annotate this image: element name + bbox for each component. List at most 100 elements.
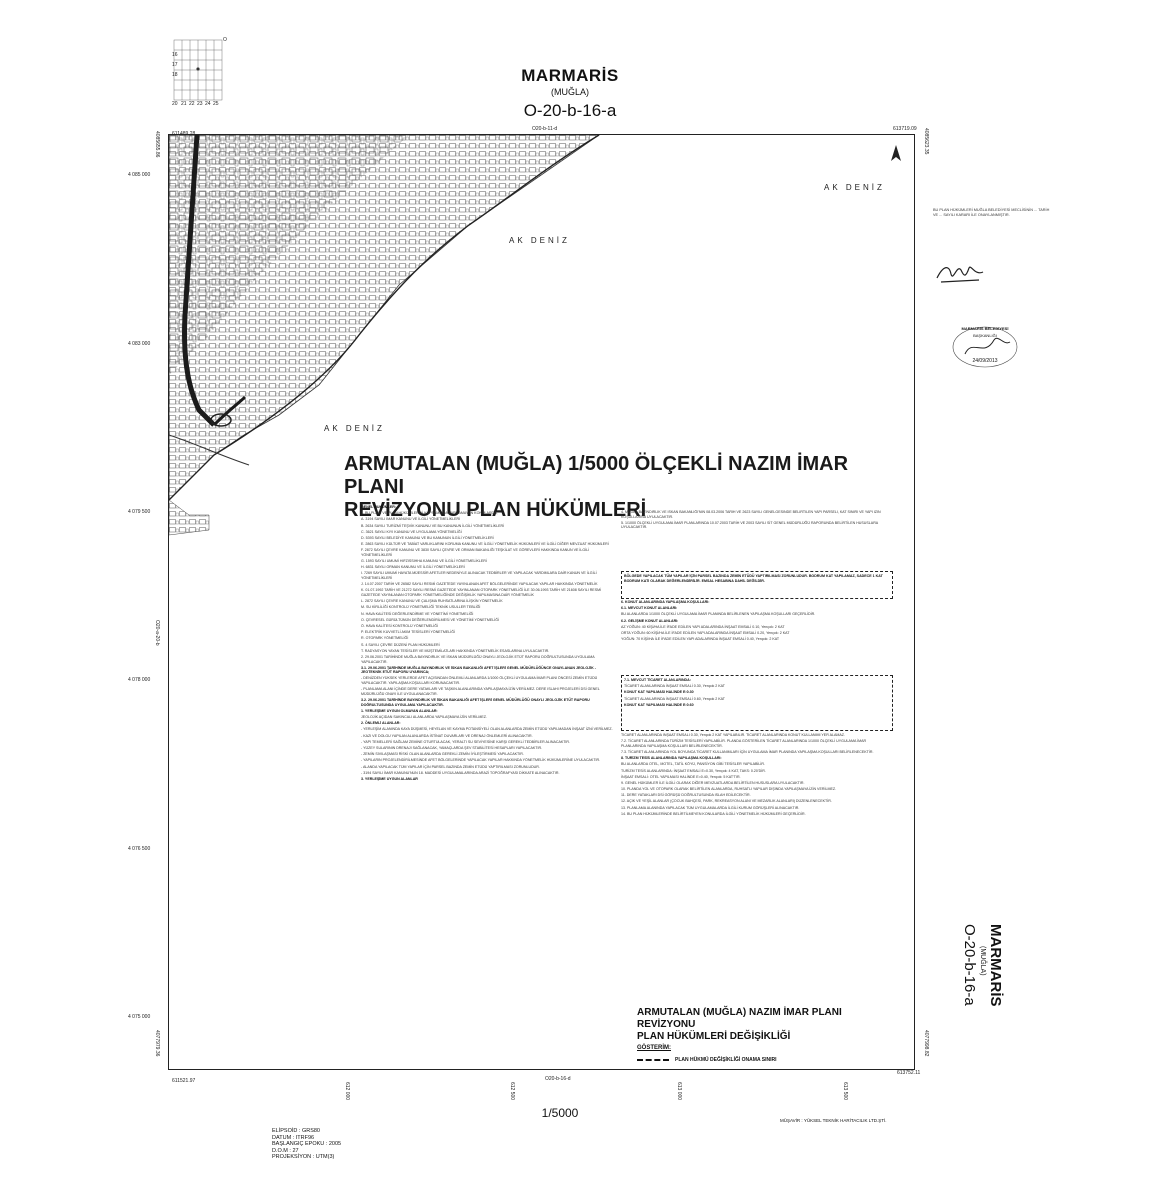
legend-item-label: PLAN HÜKMÜ DEĞİŞİKLİĞİ ONAMA SINIRI	[675, 1057, 777, 1063]
side-title: MARMARİS (MUĞLA) O-20-b-16-a	[961, 924, 1004, 1007]
dashed-line-icon	[637, 1059, 669, 1061]
credit: MÜŞAVİR : YÜKSEL TEKNİK HARİTACILIK LTD.…	[780, 1118, 887, 1123]
plan-provisions-right-mid: 6. KONUT ALANLARINDA YAPILAŞMA KOŞULLARI…	[621, 600, 891, 670]
datum-info: ELİPSOİD : GRS80 DATUM : ITRF96 BAŞLANGI…	[272, 1128, 341, 1161]
sea-label: AK DENİZ	[324, 424, 385, 433]
plan-clause: 8. TURİZM TESİS ALANLARINDA YAPILAŞMA KO…	[621, 756, 722, 761]
plan-clause: B. 2634 SAYILI TURİZMİ TEŞVİK KANUNU VE …	[361, 523, 505, 528]
plan-clause: M. SU KİRLİLİĞİ KONTROLÜ YÖNETMELİĞİ TEK…	[361, 605, 481, 610]
plan-clause: - DENİZDEN YÜKSEK YERLERDE AFET AÇISINDA…	[361, 676, 598, 686]
plan-clause: 9. GENEL HÜKÜMLER İLE İLGİLİ OLARAK DİĞE…	[621, 780, 805, 785]
plan-clause: C. 3621 SAYILI KIYI KANUNU VE UYGULAMA Y…	[361, 529, 462, 534]
index-grid-label: 16	[172, 52, 178, 58]
index-grid-label: 23	[197, 101, 203, 107]
plan-clause: Ö. HAVA KALİTESİ KONTROLÜ YÖNETMELİĞİ	[361, 623, 439, 628]
neighbor-bottom: O20-b-16-d	[545, 1076, 571, 1082]
stamp-line-2: BAŞKANLIĞI	[973, 333, 997, 338]
corner-top-right: 613719.09	[893, 126, 917, 132]
plan-clause: P. ELEKTRİK KUVVETLİ AKIM TESİSLERİ YÖNE…	[361, 630, 456, 635]
plan-clause: 3. YERLEŞİME UYGUN ALANLAR	[361, 776, 418, 781]
easting-label: 612 500	[509, 1082, 515, 1101]
approval-note: BU PLAN HÜKÜMLERİ MUĞLA BELEDİYESİ MECLİ…	[933, 208, 1050, 217]
highlight-box-text: BÖLGEDE YAPILACAK TÜM YAPILAR İÇİN PARSE…	[624, 574, 883, 583]
northing-label: 4 076 500	[128, 846, 151, 852]
map-frame: AK DENİZ AK DENİZ AK DENİZ ARMUTALAN (MU…	[168, 134, 915, 1070]
plan-clause: A. 3194 SAYILI İMAR KANUNU VE İLGİLİ YÖN…	[361, 517, 461, 522]
datum-line: ELİPSOİD : GRS80	[272, 1128, 320, 1134]
ticaret-box-line: TİCARET ALANLARINDA İNŞAAT EMSALİ 0.60, …	[624, 696, 725, 701]
neighbor-top: O20-b-11-d	[532, 126, 558, 132]
easting-label: 612 000	[344, 1082, 350, 1101]
plan-clause: 10. PLANDA YOL VE OTOPARK OLARAK BELİRTİ…	[621, 787, 837, 792]
legend-item: PLAN HÜKMÜ DEĞİŞİKLİĞİ ONAMA SINIRI	[637, 1057, 897, 1063]
index-grid-label: 21	[181, 101, 187, 107]
plan-clause: 1. BU PLANI VE PLAN HÜKÜMLERİNİ KAPSAMIN…	[361, 511, 498, 516]
northing-label: 4 079 500	[128, 509, 151, 515]
corner-left-top: 4085655.86	[154, 131, 160, 158]
sheet-subtitle: (MUĞLA)	[551, 87, 589, 97]
plan-clause: YOĞUN: 70 KİŞİ/HA İLE İFADE EDİLEN YAPI …	[621, 637, 780, 642]
corner-bottom-right: 613752.11	[897, 1070, 921, 1076]
stamp-line-1: MARMARİS BELEDİYESİ	[961, 326, 1009, 331]
side-title-name: MARMARİS	[987, 924, 1004, 1007]
plan-title: ARMUTALAN (MUĞLA) 1/5000 ÖLÇEKLİ NAZIM İ…	[344, 453, 904, 522]
plan-clause: 14. BU PLAN HÜKÜMLERİNDE BELİRTİLMEYEN K…	[621, 811, 806, 816]
plan-clause: GENEL HÜKÜMLER:	[361, 505, 397, 509]
plan-clause: AZ YOĞUN: 40 KİŞİ/HA İLE İFADE EDİLEN YA…	[621, 624, 785, 629]
plan-clause: N. HAVA KALİTESİ DEĞERLENDİRME VE YÖNETİ…	[361, 611, 474, 616]
stamp-date: 24/09/2013	[972, 358, 998, 364]
ticaret-box-line: 7.1. MEVCUT TİCARET ALANLARINDA:	[624, 678, 691, 682]
urban-map-icon	[169, 135, 600, 536]
corner-bottom-left: 611521.97	[172, 1078, 196, 1084]
scale-label: 1/5000	[541, 1106, 579, 1120]
plan-clause: JEOLOJİK AÇIDAN SAKINCALI ALANLARDA YAPI…	[361, 715, 487, 719]
plan-provisions-right-top: 4. MUĞLA BAYINDIRLIK VE İSKAN BAKANLIĞI'…	[621, 510, 891, 565]
plan-clause: F. 2872 SAYILI ÇEVRE KANUNU VE 3830 SAYI…	[361, 548, 590, 557]
plan-clause: 3.1. 29.06.2001 TARİHİNDE MUĞLA BAYINDIR…	[361, 665, 596, 675]
plan-provisions-left: GENEL HÜKÜMLER: 1. BU PLANI VE PLAN HÜKÜM…	[361, 505, 613, 1035]
sea-label: AK DENİZ	[509, 236, 570, 245]
plan-clause: 12. AÇIK VE YEŞİL ALANLAR (ÇOCUK BAHÇESİ…	[621, 799, 832, 804]
plan-clause: BU ALANLARDA 1/1000 ÖLÇEKLİ UYGULAMA İMA…	[621, 612, 816, 617]
legend-title-line-2: PLAN HÜKÜMLERİ DEĞİŞİKLİĞİ	[637, 1031, 791, 1042]
index-grid-label: 25	[213, 101, 219, 107]
north-arrow-icon	[891, 145, 901, 161]
plan-provisions-right-bottom: TİCARET ALANLARINDA İNŞAAT EMSALİ 0.30, …	[621, 733, 891, 1033]
plan-clause: 7.3. TİCARET ALANLARINDA YOL BOYUNCA TİC…	[621, 749, 874, 754]
plan-clause: BU ALANLARDA OTEL, MOTEL, TATİL KÖYÜ, PA…	[621, 762, 765, 767]
ticaret-box-line: KONUT KAT YAPILMASI HALİNDE E:0.60	[624, 702, 694, 707]
datum-line: PROJEKSİYON : UTM(3)	[272, 1154, 335, 1160]
plan-clause: TİCARET ALANLARINDA İNŞAAT EMSALİ 0.30, …	[621, 733, 845, 737]
plan-clause: - ALANDA YAPILACAK TÜM YAPILAR İÇİN PARS…	[361, 764, 540, 769]
plan-clause: I. 7269 SAYILI UMUMİ HAYATA MÜESSİR AFET…	[361, 571, 597, 581]
plan-clause: 2. ÖNLEMLİ ALANLAR:	[361, 721, 401, 726]
plan-clause: İNŞAAT EMSALİ: OTEL YAPILMASI HALİNDE E=…	[621, 774, 741, 779]
plan-clause: TURİZM TESİS ALANLARINDA: İNŞAAT EMSALİ …	[621, 768, 766, 773]
plan-clause: - YAPI TEMELLERİ SAĞLAM ZEMİNE OTURTULAC…	[361, 739, 571, 744]
signature-icon	[936, 266, 984, 283]
plan-clause: T. RADYASYON YAYAN TESİSLER VE MÜŞTEMİLA…	[361, 648, 550, 653]
northing-label: 4 085 000	[128, 172, 151, 178]
neighbor-left: O20-a-20-b	[154, 620, 160, 646]
index-grid: O 20 21 22 23 24 25 16 17 18	[172, 37, 227, 107]
corner-right-bottom: 4077998.82	[923, 1030, 929, 1057]
datum-line: DATUM : ITRF96	[272, 1134, 315, 1141]
index-grid-icon	[173, 39, 223, 101]
ticaret-box-line: TİCARET ALANLARINDA İNŞAAT EMSALİ 0.30, …	[624, 684, 725, 689]
index-grid-label: 22	[189, 101, 195, 107]
index-grid-label: 24	[205, 101, 211, 107]
index-grid-label: 20	[172, 101, 178, 107]
plan-clause: S. 4 SAYILI ÇEVRE DÜZENİ PLAN HÜKÜMLERİ	[361, 642, 440, 647]
plan-clause: - YÜZEY SULARININ DRENAJI SAĞLANACAK, YA…	[361, 745, 543, 750]
ticaret-box-line: KONUT KAT YAPILMASI HALİNDE E:0.30	[624, 690, 694, 695]
stamp-icon: MARMARİS BELEDİYESİ BAŞKANLIĞI 24/09/201…	[950, 324, 1020, 370]
plan-clause: 2. 29.06.2001 TARİHİNDE MUĞLA BAYINDIRLI…	[361, 654, 595, 664]
sheet-title: MARMARİS	[521, 66, 619, 85]
highlight-box: BÖLGEDE YAPILACAK TÜM YAPILAR İÇİN PARSE…	[621, 571, 893, 599]
plan-clause: 6.2. GELİŞME KONUT ALANLARI:	[621, 618, 679, 623]
easting-label: 613 000	[676, 1082, 682, 1101]
plan-clause: 3.2. 29.06.2001 TARİHİNDE BAYINDIRLIK VE…	[361, 698, 590, 707]
plan-clause: - PLANLAMA ALANI İÇİNDE DERE YATAKLARI V…	[361, 687, 600, 696]
sheet-code: O-20-b-16-a	[523, 101, 617, 120]
